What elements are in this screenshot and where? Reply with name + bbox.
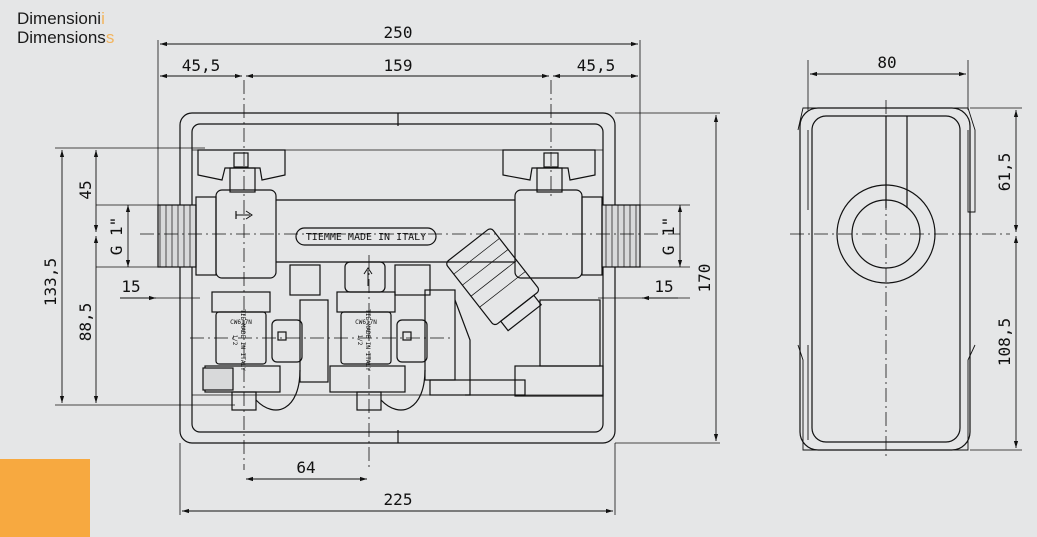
side-box-outer	[799, 107, 971, 451]
dim-stub-left: 15	[121, 277, 140, 296]
dim-box-width: 225	[384, 490, 413, 509]
right-ball-valve	[502, 149, 641, 279]
left-valve-code: CW617N	[230, 319, 252, 326]
brand-stamp-frame	[295, 227, 437, 246]
dim-side-width: 80	[877, 53, 896, 72]
brand-stamp-text: TIEMME MADE IN ITALY	[306, 232, 426, 243]
dim-height-total: 133,5	[41, 258, 60, 306]
right-valve-size: 1/2	[356, 335, 363, 346]
right-valve-code: CW617N	[355, 319, 377, 326]
dim-valve-spacing: 64	[296, 458, 315, 477]
side-view	[797, 107, 976, 451]
left-lower-valve	[204, 291, 329, 411]
front-extension-lines	[55, 40, 720, 515]
front-view	[157, 112, 641, 444]
dim-side-upper: 61,5	[995, 153, 1014, 192]
dim-right-offset: 45,5	[577, 56, 616, 75]
side-centerlines	[790, 100, 1010, 460]
dim-side-lower: 108,5	[995, 318, 1014, 366]
dim-stub-right: 15	[654, 277, 673, 296]
dim-center-distance: 159	[384, 56, 413, 75]
dim-overall-width: 250	[384, 23, 413, 42]
dim-height-top: 45	[76, 180, 95, 199]
left-valve-text: TIE MADE IN ITALY	[239, 309, 246, 371]
center-fitting	[289, 261, 431, 296]
side-dimension-lines	[810, 71, 1019, 448]
front-dimension-lines	[59, 41, 719, 514]
dim-thread-left: G 1"	[107, 217, 126, 256]
side-extension-lines	[807, 60, 1022, 451]
header-title: Dimensionii Dimensionss	[17, 9, 114, 47]
left-ball-valve	[157, 149, 286, 279]
right-lower-valve	[329, 289, 456, 411]
y-strainer	[446, 228, 543, 332]
accent-block	[0, 459, 90, 537]
right-valve-text: TIE MADE IN ITALY	[364, 309, 371, 371]
dim-height-lower: 88,5	[76, 303, 95, 342]
front-centerlines	[140, 80, 680, 470]
title-italian: Dimensionii	[17, 9, 105, 28]
dim-thread-right: G 1"	[659, 217, 678, 256]
title-english: Dimensionss	[17, 28, 115, 47]
left-valve-size: 1/2	[231, 335, 238, 346]
dim-box-height: 170	[695, 264, 714, 293]
dim-left-offset: 45,5	[182, 56, 221, 75]
